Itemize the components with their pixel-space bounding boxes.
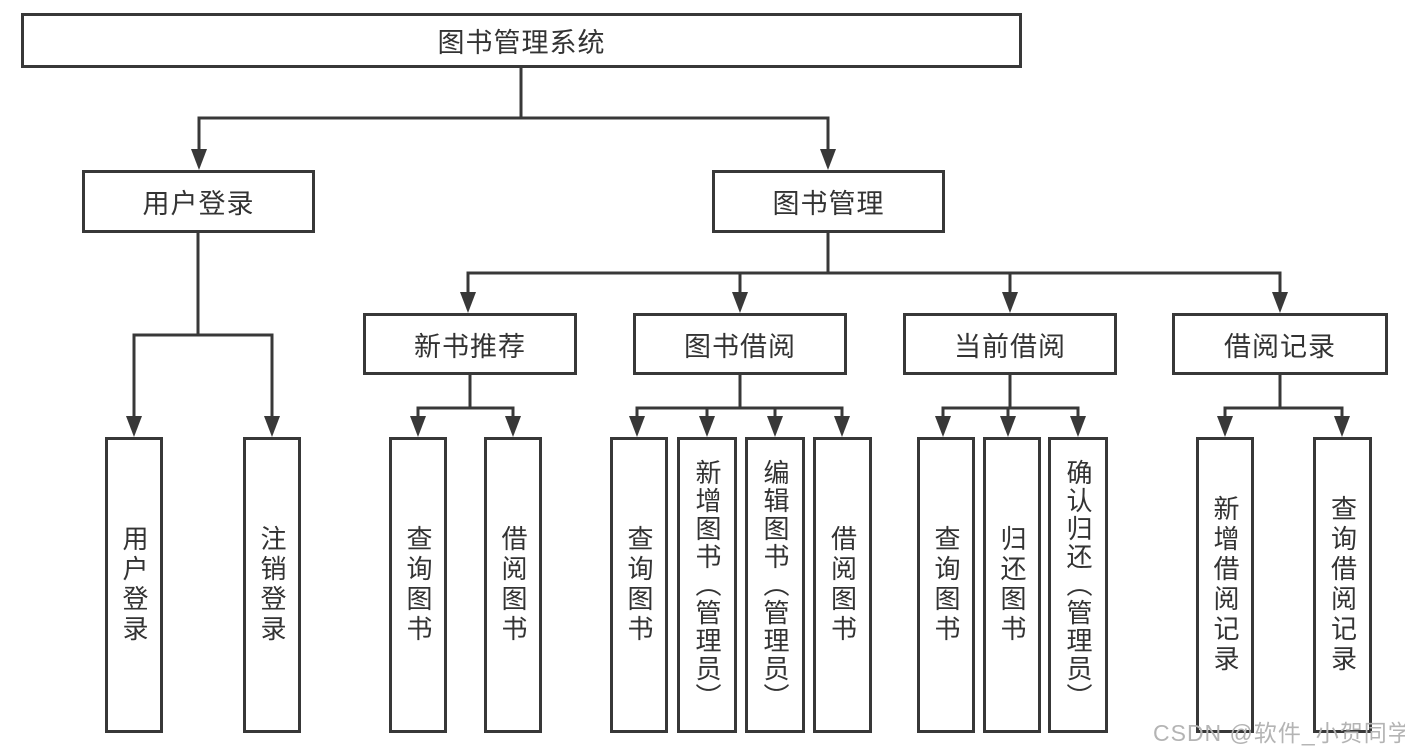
node-current-borrow: 当前借阅 (903, 313, 1117, 375)
leaf-current-query-books: 查询图书 (917, 437, 975, 733)
node-user-login: 用户登录 (82, 170, 315, 233)
leaf-current-return-books: 归还图书 (983, 437, 1041, 733)
leaf-recommend-query-books: 查询图书 (389, 437, 447, 733)
leaf-current-confirm-return-admin: 确认归还（管理员） (1048, 437, 1108, 733)
leaf-borrow-borrow-books: 借阅图书 (813, 437, 872, 733)
node-new-book-recommend: 新书推荐 (363, 313, 577, 375)
node-root-system: 图书管理系统 (21, 13, 1022, 68)
leaf-recommend-borrow-books: 借阅图书 (484, 437, 542, 733)
leaf-borrow-add-book-admin: 新增图书（管理员） (677, 437, 737, 733)
leaf-records-add-record: 新增借阅记录 (1196, 437, 1254, 733)
leaf-records-query-record: 查询借阅记录 (1313, 437, 1372, 733)
arrowhead-icons (126, 149, 1350, 437)
leaf-borrow-edit-book-admin: 编辑图书（管理员） (745, 437, 805, 733)
node-book-management: 图书管理 (712, 170, 945, 233)
leaf-logout: 注销登录 (243, 437, 301, 733)
leaf-user-login: 用户登录 (105, 437, 163, 733)
leaf-borrow-query-books: 查询图书 (610, 437, 668, 733)
node-borrow-records: 借阅记录 (1172, 313, 1388, 375)
csdn-watermark: CSDN @软件_小贺同学 (1153, 720, 1405, 746)
node-book-borrow: 图书借阅 (633, 313, 847, 375)
